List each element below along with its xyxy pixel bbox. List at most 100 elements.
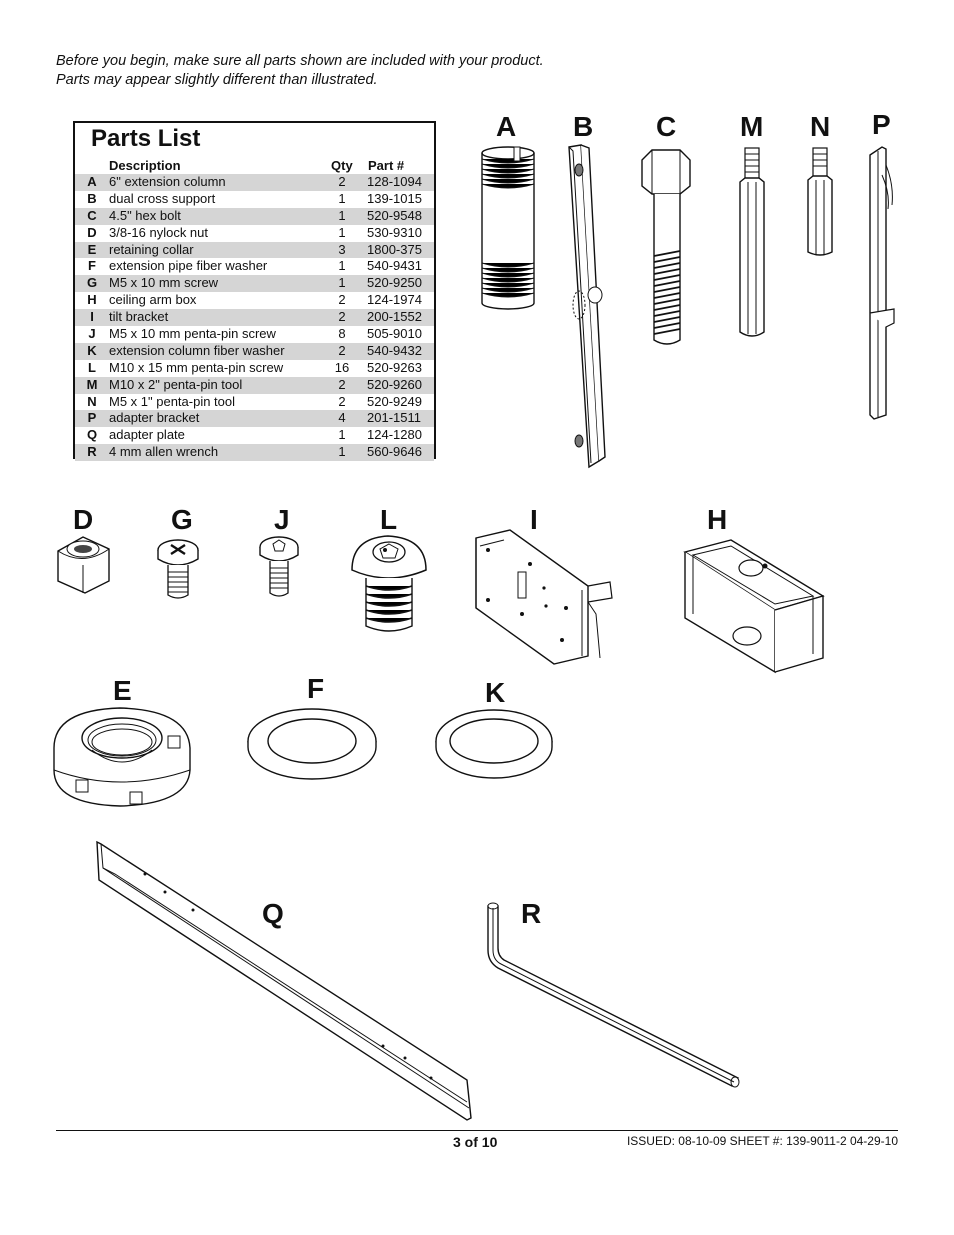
label-m: M bbox=[740, 111, 764, 142]
adapter-plate-illustration bbox=[96, 840, 472, 1121]
hex-bolt-illustration bbox=[641, 149, 691, 345]
parts-letter-cell: Q bbox=[86, 427, 98, 443]
parts-description-cell: 6" extension column bbox=[109, 174, 226, 189]
parts-part-cell: 139-1015 bbox=[367, 190, 422, 206]
parts-part-cell: 520-9250 bbox=[367, 275, 422, 291]
parts-part-cell: 201-1511 bbox=[367, 410, 421, 426]
m5-penta-pin-tool-illustration bbox=[807, 147, 833, 256]
parts-part-cell: 520-9249 bbox=[367, 393, 422, 409]
parts-qty-cell: 8 bbox=[338, 326, 346, 342]
parts-letter-cell: P bbox=[87, 410, 97, 426]
m10-penta-pin-tool-illustration bbox=[739, 147, 765, 337]
allen-wrench-illustration bbox=[487, 902, 740, 1088]
label-e: E bbox=[113, 675, 132, 706]
intro-text: Before you begin, make sure all parts sh… bbox=[56, 52, 544, 90]
table-row: A 6" extension column 2 128-1094 bbox=[75, 174, 434, 191]
parts-part-cell: 128-1094 bbox=[367, 174, 422, 189]
parts-description-cell: dual cross support bbox=[109, 190, 216, 206]
table-row: C 4.5" hex bolt 1 520-9548 bbox=[75, 207, 434, 225]
parts-qty-cell: 16 bbox=[334, 359, 350, 375]
parts-description-cell: M5 x 10 mm penta-pin screw bbox=[109, 326, 276, 342]
parts-qty-cell: 1 bbox=[338, 258, 346, 274]
label-d: D bbox=[73, 504, 94, 535]
parts-qty-cell: 1 bbox=[338, 444, 346, 460]
parts-description-cell: M5 x 10 mm screw bbox=[109, 275, 219, 291]
parts-description-cell: M5 x 1" penta-pin tool bbox=[109, 393, 236, 409]
parts-qty-cell: 1 bbox=[338, 190, 346, 206]
parts-description-cell: tilt bracket bbox=[109, 309, 169, 325]
parts-part-cell: 505-9010 bbox=[367, 326, 422, 342]
label-l: L bbox=[380, 504, 398, 535]
parts-qty-cell: 2 bbox=[338, 393, 346, 409]
extension-column-fiber-washer-illustration bbox=[435, 709, 553, 779]
parts-part-cell: 560-9646 bbox=[367, 444, 422, 460]
parts-qty-cell: 2 bbox=[338, 342, 346, 358]
parts-description-cell: retaining collar bbox=[109, 241, 194, 257]
parts-part-cell: 124-1280 bbox=[367, 427, 422, 443]
parts-letter-cell: A bbox=[87, 174, 97, 189]
parts-part-cell: 124-1974 bbox=[367, 292, 422, 308]
parts-letter-cell: M bbox=[86, 376, 98, 392]
label-h: H bbox=[707, 504, 728, 535]
parts-description-cell: M10 x 2" penta-pin tool bbox=[109, 376, 243, 392]
label-j: J bbox=[274, 504, 290, 535]
intro-line-1: Before you begin, make sure all parts sh… bbox=[56, 53, 544, 69]
parts-description-cell: 3/8-16 nylock nut bbox=[109, 224, 209, 240]
parts-qty-cell: 2 bbox=[338, 292, 346, 308]
parts-qty-cell: 2 bbox=[338, 309, 346, 325]
label-i: I bbox=[530, 504, 538, 535]
parts-qty-cell: 4 bbox=[338, 410, 346, 426]
parts-description-cell: M10 x 15 mm penta-pin screw bbox=[109, 359, 284, 375]
m5-screw-illustration bbox=[157, 539, 199, 599]
parts-part-cell: 540-9431 bbox=[367, 258, 422, 274]
retaining-collar-illustration bbox=[53, 707, 191, 807]
parts-letter-cell: I bbox=[90, 309, 94, 325]
parts-description-cell: 4.5" hex bolt bbox=[109, 207, 181, 223]
parts-qty-cell: 1 bbox=[338, 427, 346, 443]
extension-pipe-fiber-washer-illustration bbox=[247, 708, 377, 780]
parts-qty-cell: 1 bbox=[338, 207, 346, 223]
dual-cross-support-illustration bbox=[568, 144, 606, 469]
parts-qty-cell: 3 bbox=[338, 241, 346, 257]
header-part: Part # bbox=[368, 158, 405, 173]
label-k: K bbox=[485, 677, 506, 708]
parts-part-cell: 520-9548 bbox=[367, 207, 422, 223]
parts-letter-cell: D bbox=[87, 224, 97, 240]
label-r: R bbox=[521, 898, 542, 929]
parts-letter-cell: C bbox=[87, 207, 97, 223]
parts-letter-cell: K bbox=[87, 342, 97, 358]
parts-letter-cell: R bbox=[87, 444, 97, 460]
parts-qty-cell: 2 bbox=[338, 376, 346, 392]
ceiling-arm-box-illustration bbox=[683, 539, 825, 674]
parts-letter-cell: B bbox=[87, 190, 97, 206]
parts-letter-cell: J bbox=[88, 326, 96, 342]
label-a: A bbox=[496, 111, 517, 142]
parts-list-title: Parts List bbox=[91, 125, 201, 152]
label-c: C bbox=[656, 111, 677, 142]
m5-penta-pin-screw-illustration bbox=[259, 536, 299, 597]
label-q: Q bbox=[262, 898, 284, 929]
label-f: F bbox=[307, 673, 325, 704]
table-row: D 3/8-16 nylock nut 1 530-9310 bbox=[75, 225, 434, 242]
parts-qty-cell: 2 bbox=[338, 174, 346, 189]
footer-divider bbox=[56, 1130, 898, 1131]
parts-part-cell: 520-9263 bbox=[367, 359, 422, 375]
parts-part-cell: 530-9310 bbox=[367, 224, 422, 240]
parts-description-cell: extension column fiber washer bbox=[109, 342, 285, 358]
parts-description-cell: ceiling arm box bbox=[109, 292, 197, 308]
parts-qty-cell: 1 bbox=[338, 224, 346, 240]
intro-line-2: Parts may appear slightly different than… bbox=[56, 72, 378, 88]
